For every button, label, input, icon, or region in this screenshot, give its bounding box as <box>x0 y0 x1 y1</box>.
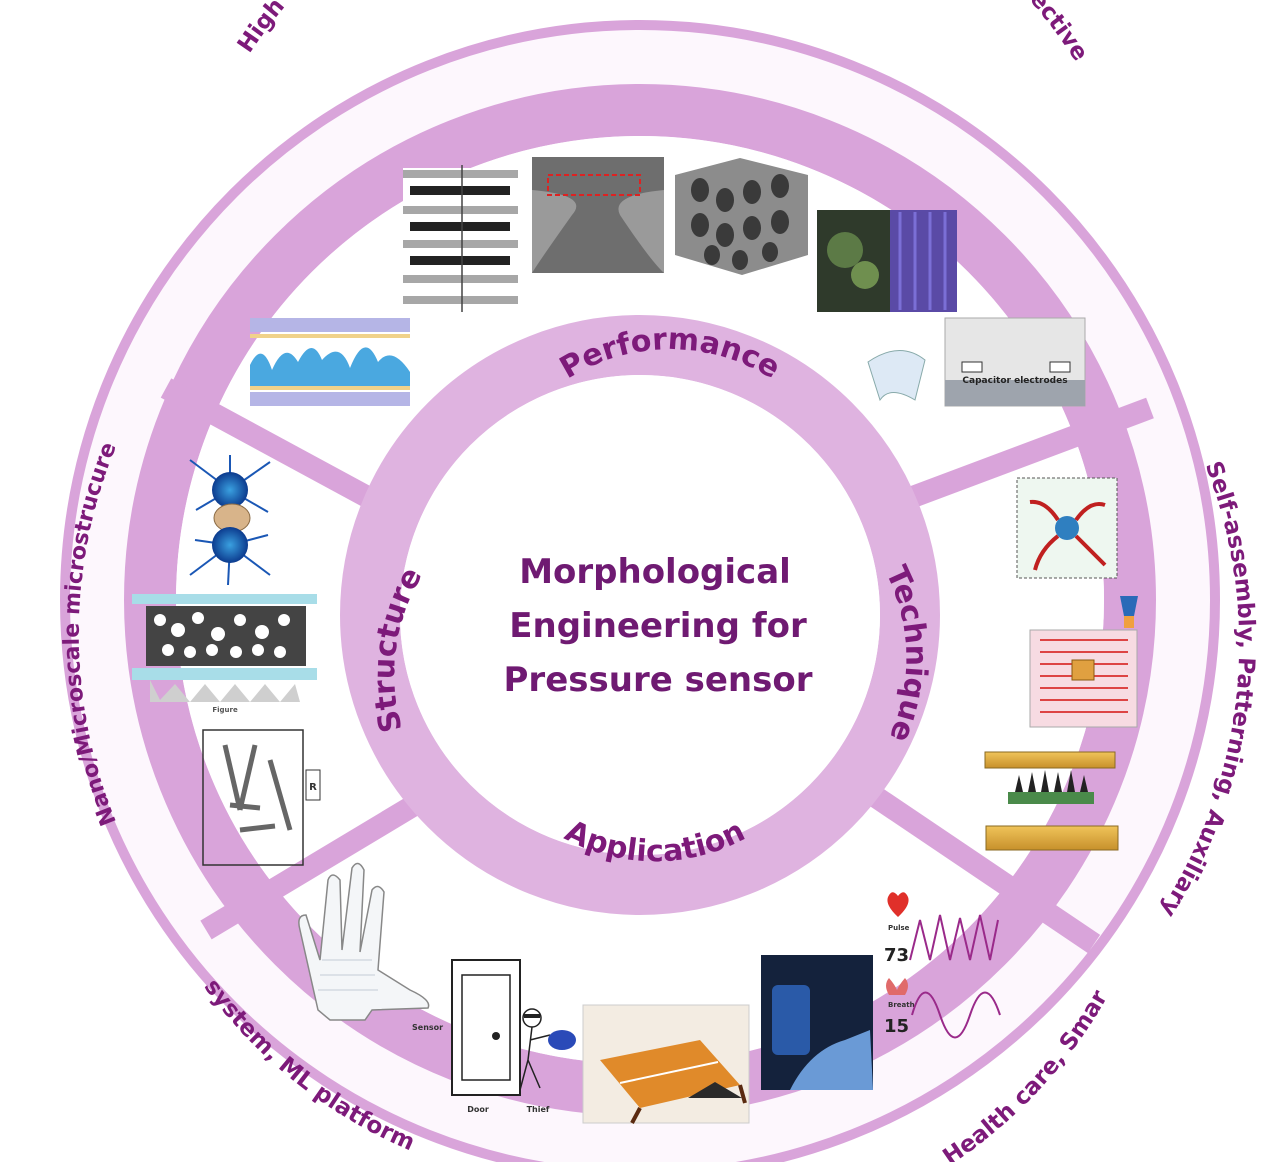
illustration-foam-layers: Figure <box>132 594 317 714</box>
center-title-line-2: Engineering for <box>509 606 807 646</box>
divider-lower-left <box>200 782 442 940</box>
illustration-door-thief: Sensor Door Thief <box>412 959 576 1114</box>
illustration-table-tennis <box>582 1004 750 1124</box>
resistor-label: R <box>309 782 317 793</box>
divider-upper-right <box>882 397 1154 518</box>
illustration-blue-microstructure <box>250 318 410 406</box>
breath-value: 15 <box>884 1016 909 1037</box>
pulse-label: Pulse <box>888 924 910 932</box>
illustration-self-assembly <box>1016 477 1118 579</box>
thief-label: Thief <box>527 1105 550 1114</box>
inner-ring <box>340 315 940 915</box>
illustration-spiky-spheres <box>189 455 271 586</box>
illustration-touch-screen <box>761 955 873 1090</box>
illustration-patterning-grid <box>1029 596 1138 728</box>
illustration-auxiliary-layers <box>984 751 1119 851</box>
lungs-icon <box>886 978 908 995</box>
illustration-layered-strips <box>403 165 518 312</box>
illustration-capacitor-electrodes: Capacitor electrodes <box>867 317 1086 407</box>
capacitor-label: Capacitor electrodes <box>962 376 1067 386</box>
illustration-plant-photo <box>817 210 957 312</box>
heart-icon <box>887 892 909 917</box>
illustration-sem-cone <box>532 157 664 273</box>
center-disc <box>400 375 880 855</box>
sensor-label: Sensor <box>412 1023 443 1032</box>
door-label: Door <box>467 1105 489 1114</box>
center-title-line-1: Morphological <box>519 552 791 592</box>
illustration-circuit-schematic: R <box>202 729 321 866</box>
foam-figure-label: Figure <box>212 706 238 714</box>
center-title-line-3: Pressure sensor <box>504 660 813 700</box>
pulse-value: 73 <box>884 945 909 966</box>
breath-label: Breath <box>888 1001 915 1009</box>
divider-lower-right <box>866 785 1101 954</box>
illustration-lattice-cube <box>675 158 808 275</box>
illustration-glove-hand <box>298 862 430 1021</box>
illustration-vital-signs: Pulse 73 Breath 15 <box>884 892 1001 1039</box>
